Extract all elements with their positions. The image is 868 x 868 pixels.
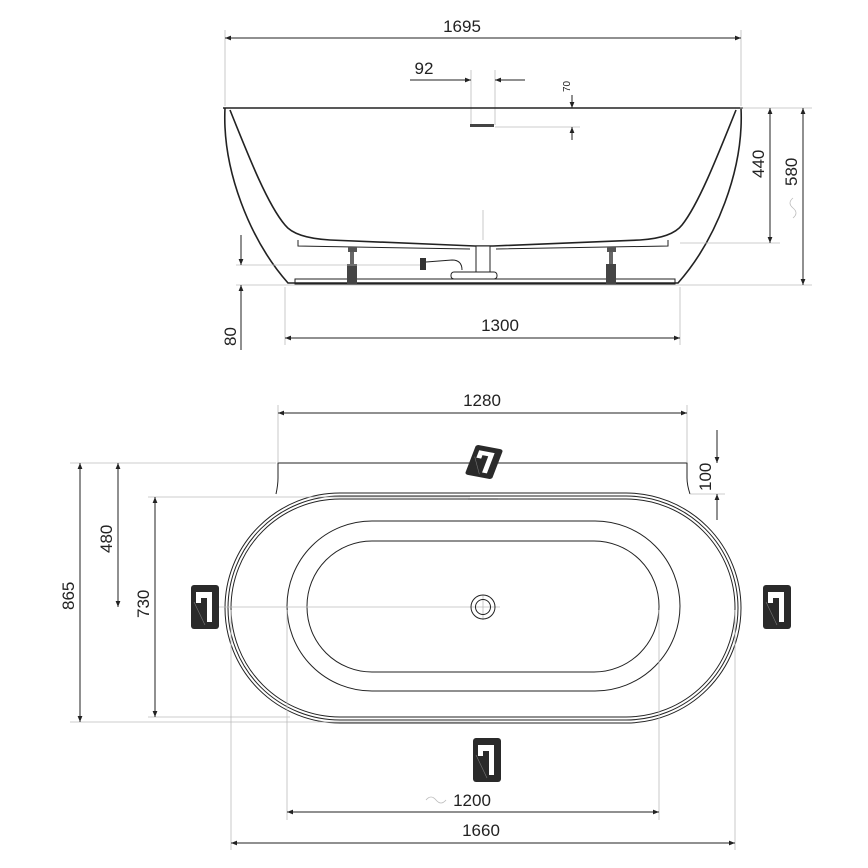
dim-overflow-offset: 92	[415, 59, 434, 78]
faucet-icon-left	[190, 584, 220, 630]
tub-rim-outer	[224, 492, 742, 724]
dim-overflow-depth: 70	[562, 80, 573, 92]
faucet-icon-back	[464, 444, 504, 480]
tub-outer-shell	[224, 107, 742, 284]
faucet-icon-right	[762, 584, 792, 630]
basin-floor	[306, 540, 660, 673]
dim-inner-length: 1200	[453, 791, 491, 810]
dim-base-length: 1300	[481, 316, 519, 335]
overflow	[470, 124, 494, 127]
leg-right	[606, 247, 616, 285]
dim-oval-length: 1660	[462, 821, 500, 840]
dim-inner-depth: 440	[749, 150, 768, 178]
dim-overall-length: 1695	[443, 17, 481, 36]
dim-back-panel-width: 1280	[463, 391, 501, 410]
leg-left	[347, 247, 357, 285]
drain-inner	[475, 599, 491, 615]
dim-drain-offset: 480	[97, 525, 116, 553]
dim-back-panel-depth: 100	[696, 463, 715, 491]
faucet-icon-front	[472, 737, 502, 783]
side-view: 1695 92 70 44	[221, 17, 812, 350]
drain-siphon	[420, 245, 498, 280]
basin-outline	[286, 520, 681, 692]
dim-overall-width: 865	[59, 582, 78, 610]
drain-outer	[470, 594, 496, 620]
dim-oval-width: 730	[134, 590, 153, 618]
dim-overall-height: 580	[782, 158, 801, 186]
plan-view: 1280 865 480 730 100 1200	[59, 391, 792, 850]
dim-leg-height: 80	[221, 327, 240, 346]
